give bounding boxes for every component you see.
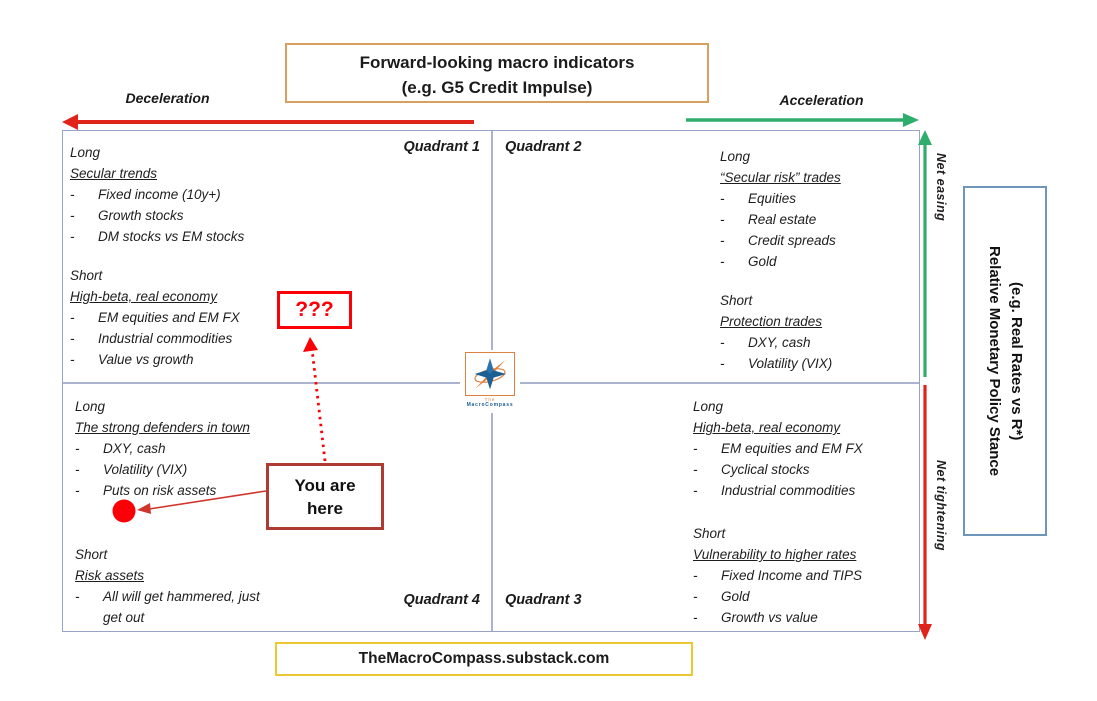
list-item: -Industrial commodities [70, 328, 350, 349]
acceleration-arrow [686, 113, 919, 127]
policy-line-2: (e.g. Real Rates vs R*) [1007, 281, 1025, 441]
bullet-dash: - [720, 254, 725, 269]
list-item: -EM equities and EM FX [70, 307, 350, 328]
q4-short-label: Short [75, 547, 108, 562]
q4-long-title: The strong defenders in town [75, 420, 250, 435]
deceleration-arrow [62, 114, 474, 130]
q4-short-title: Risk assets [75, 568, 145, 583]
list-item: -Industrial commodities [693, 480, 928, 501]
policy-line-1: Relative Monetary Policy Stance [986, 245, 1003, 477]
quadrant-2-content: Long “Secular risk” trades -Equities -Re… [720, 146, 920, 374]
q4-long-group: Long The strong defenders in town -DXY, … [75, 396, 320, 501]
bullet-dash: - [75, 441, 80, 456]
list-item: -DM stocks vs EM stocks [70, 226, 350, 247]
q4-long-label: Long [75, 399, 106, 414]
list-item: -All will get hammered, just get out [75, 586, 320, 628]
title-line-2: (e.g. G5 Credit Impulse) [401, 78, 593, 97]
bullet-dash: - [693, 568, 698, 583]
bullet-dash: - [70, 331, 75, 346]
you-are-here-box: You are here [266, 463, 384, 530]
acceleration-label: Acceleration [779, 92, 864, 108]
bullet-dash: - [693, 441, 698, 456]
q2-short-group: Short Protection trades -DXY, cash -Vola… [720, 290, 920, 374]
q1-short-group: Short High-beta, real economy -EM equiti… [70, 265, 350, 370]
list-item: -Fixed Income and TIPS [693, 565, 928, 586]
bullet-dash: - [693, 483, 698, 498]
list-item: -DXY, cash [75, 438, 320, 459]
list-item: -Gold [720, 251, 920, 272]
logo-text-the: The [484, 397, 496, 402]
q1-long-group: Long Secular trends -Fixed income (10y+)… [70, 142, 350, 247]
list-item: -Volatility (VIX) [720, 353, 920, 374]
quadrant-1-content: Long Secular trends -Fixed income (10y+)… [70, 142, 350, 370]
compass-frame [465, 352, 515, 396]
policy-stance-text: Relative Monetary Policy Stance (e.g. Re… [983, 188, 1027, 534]
quadrant-4-content: Long The strong defenders in town -DXY, … [75, 396, 320, 628]
list-item: -Value vs growth [70, 349, 350, 370]
policy-stance-box: Relative Monetary Policy Stance (e.g. Re… [963, 186, 1047, 536]
q1-short-title: High-beta, real economy [70, 289, 218, 304]
q3-long-label: Long [693, 399, 724, 414]
quadrant-1-label: Quadrant 1 [403, 139, 480, 155]
footer-box: TheMacroCompass.substack.com [275, 642, 693, 676]
net-easing-arrow [918, 130, 932, 377]
macrocompass-logo: The MacroCompass [460, 350, 520, 413]
list-item: -Growth stocks [70, 205, 350, 226]
bullet-dash: - [720, 356, 725, 371]
list-item: -Fixed income (10y+) [70, 184, 350, 205]
bullet-dash: - [70, 352, 75, 367]
bullet-dash: - [693, 610, 698, 625]
bullet-dash: - [75, 483, 80, 498]
question-box: ??? [277, 291, 352, 329]
quadrant-3-content: Long High-beta, real economy -EM equitie… [693, 396, 928, 628]
compass-icon [474, 358, 507, 390]
list-item: -Growth vs value [693, 607, 928, 628]
bullet-dash: - [75, 462, 80, 477]
bullet-dash: - [720, 335, 725, 350]
bullet-dash: - [720, 233, 725, 248]
bullet-dash: - [70, 208, 75, 223]
list-item: -EM equities and EM FX [693, 438, 928, 459]
q1-short-label: Short [70, 268, 103, 283]
list-item: -Volatility (VIX) [75, 459, 320, 480]
bullet-dash: - [693, 589, 698, 604]
quadrant-2-label: Quadrant 2 [505, 139, 582, 155]
list-item: -Cyclical stocks [693, 459, 928, 480]
q3-long-group: Long High-beta, real economy -EM equitie… [693, 396, 928, 501]
quadrant-3-label: Quadrant 3 [505, 592, 582, 608]
logo-text-macrocompass: MacroCompass [466, 402, 514, 408]
q2-long-label: Long [720, 149, 751, 164]
bullet-dash: - [693, 462, 698, 477]
q3-long-title: High-beta, real economy [693, 420, 841, 435]
bullet-dash: - [720, 191, 725, 206]
q2-short-title: Protection trades [720, 314, 823, 329]
deceleration-label: Deceleration [125, 90, 210, 106]
list-item: -Equities [720, 188, 920, 209]
q2-short-label: Short [720, 293, 753, 308]
bullet-dash: - [720, 212, 725, 227]
list-item: -DXY, cash [720, 332, 920, 353]
q1-long-label: Long [70, 145, 101, 160]
bullet-dash: - [70, 187, 75, 202]
bullet-dash: - [70, 310, 75, 325]
q1-long-title: Secular trends [70, 166, 158, 181]
q2-long-group: Long “Secular risk” trades -Equities -Re… [720, 146, 920, 272]
quadrant-4-label: Quadrant 4 [403, 592, 480, 608]
you-are-here-text: You are here [294, 475, 356, 518]
q3-short-title: Vulnerability to higher rates [693, 547, 857, 562]
title-line-1: Forward-looking macro indicators [359, 53, 635, 72]
q3-short-group: Short Vulnerability to higher rates -Fix… [693, 523, 928, 628]
list-item: -Gold [693, 586, 928, 607]
list-item: -Real estate [720, 209, 920, 230]
bullet-dash: - [75, 589, 80, 604]
footer-url: TheMacroCompass.substack.com [358, 650, 610, 667]
q4-short-group: Short Risk assets -All will get hammered… [75, 544, 320, 628]
q2-long-title: “Secular risk” trades [720, 170, 841, 185]
list-item: -Credit spreads [720, 230, 920, 251]
net-easing-label: Net easing [934, 153, 948, 222]
title-box: Forward-looking macro indicators (e.g. G… [285, 43, 709, 103]
q3-short-label: Short [693, 526, 726, 541]
net-tightening-label: Net tightening [934, 460, 948, 552]
bullet-dash: - [70, 229, 75, 244]
